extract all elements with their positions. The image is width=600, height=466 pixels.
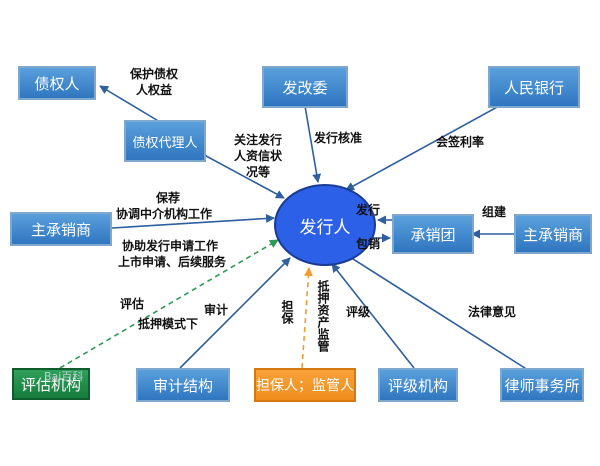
label-recommend-2: 协调中介机构工作 bbox=[116, 207, 213, 221]
node-rating: 评级机构 bbox=[378, 368, 458, 402]
edge-pboc-issuer bbox=[345, 99, 511, 191]
node-law-firm: 律师事务所 bbox=[500, 368, 584, 402]
edge-leadleft-issuer bbox=[111, 214, 275, 229]
edge-trustee-creditor bbox=[99, 85, 161, 123]
label-focus-2: 人资信状 bbox=[234, 149, 283, 163]
label-rating: 评级 bbox=[346, 305, 371, 319]
node-audit: 审计结构 bbox=[136, 368, 230, 402]
node-syndicate: 承销团 bbox=[392, 214, 474, 254]
edge-ndrc-issuer bbox=[304, 105, 322, 183]
node-pboc: 人民银行 bbox=[488, 66, 580, 108]
node-trustee: 债权代理人 bbox=[124, 120, 206, 162]
label-collateral-supervision: 抵押资产监管 bbox=[316, 280, 330, 352]
label-protect-1: 保护债权 bbox=[130, 67, 179, 81]
edge-appraiser-issuer bbox=[59, 239, 279, 369]
node-lead-underwriter-right: 主承销商 bbox=[514, 214, 592, 254]
label-evaluate: 评估 bbox=[120, 297, 145, 311]
edge-guarantor-issuer bbox=[301, 267, 313, 369]
edge-trustee-issuer bbox=[194, 149, 285, 199]
label-issue: 发行 bbox=[356, 203, 381, 217]
label-underwrite: 包销 bbox=[356, 237, 381, 251]
label-focus-1: 关注发行 bbox=[234, 133, 283, 147]
label-focus-3: 况等 bbox=[246, 165, 271, 179]
label-approve: 发行核准 bbox=[314, 131, 363, 145]
label-assist-1: 协助发行申请工作 bbox=[122, 239, 219, 253]
label-audit: 审计 bbox=[204, 303, 229, 317]
label-guarantee: 担保 bbox=[280, 300, 294, 324]
label-collateral-mode: 抵押模式下 bbox=[138, 317, 199, 331]
label-assist-2: 上市申请、后续服务 bbox=[118, 255, 227, 269]
node-appraiser: 评估机构 bbox=[12, 368, 90, 400]
node-issuer: 发行人 bbox=[274, 184, 376, 266]
label-legal: 法律意见 bbox=[468, 305, 517, 319]
edge-rating-issuer bbox=[331, 263, 415, 369]
node-creditor: 债权人 bbox=[18, 66, 96, 100]
node-ndrc: 发改委 bbox=[262, 66, 348, 108]
label-protect-2: 人权益 bbox=[136, 83, 173, 97]
edge-audit-issuer bbox=[179, 257, 291, 369]
watermark: Bai百科 bbox=[44, 370, 84, 383]
node-guarantor: 担保人；监管人 bbox=[254, 368, 356, 402]
node-lead-underwriter-left: 主承销商 bbox=[10, 212, 112, 246]
edge-law-issuer bbox=[341, 251, 529, 371]
label-rate: 会签利率 bbox=[436, 135, 485, 149]
label-recommend-1: 保荐 bbox=[156, 191, 181, 205]
label-organize: 组建 bbox=[482, 205, 507, 219]
